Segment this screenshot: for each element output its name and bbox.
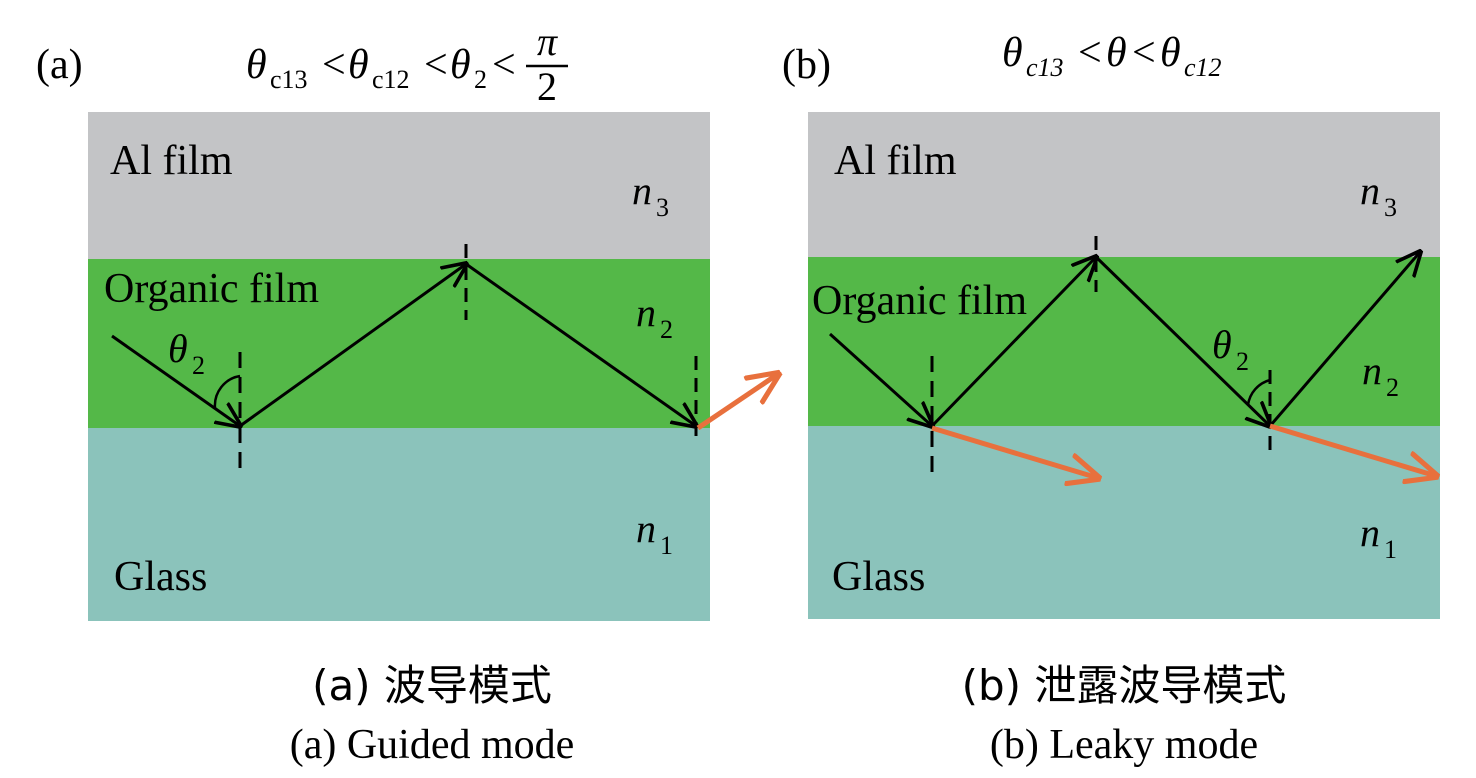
cond-a-lt2: < — [424, 42, 448, 88]
panel-b: (b) θ c13 < θ < θ c12 Al film Organic fi… — [782, 30, 1440, 768]
panel-a-n1: n — [636, 506, 656, 551]
panel-a-n3: n — [632, 168, 652, 213]
panel-b-caption-en: (b) Leaky mode — [990, 722, 1258, 768]
panel-b-ray-down — [1094, 255, 1270, 426]
cond-a-sub3: 2 — [474, 65, 487, 94]
panel-b-condition: θ c13 < θ < θ c12 — [1002, 30, 1222, 82]
panel-a-ray-incident — [111, 334, 240, 426]
cond-b-sub3: c12 — [1184, 53, 1222, 82]
panel-b-leak-arrow-1 — [931, 425, 1098, 478]
panel-a-organic-layer — [88, 259, 710, 428]
cond-b-lt1: < — [1078, 30, 1102, 76]
panel-a-angle-arc — [213, 374, 241, 409]
panel-a-glass-layer — [88, 428, 710, 621]
panel-a-n3-sub: 3 — [656, 193, 669, 222]
panel-a-al-layer — [88, 112, 710, 259]
panel-b-n1: n — [1360, 510, 1380, 555]
panel-b-n1-sub: 1 — [1384, 535, 1397, 564]
panel-a-angle-theta: θ — [168, 326, 188, 371]
panel-b-organic-label: Organic film — [812, 278, 1027, 324]
panel-a-condition: θ c13 < θ c12 < θ 2 < π 2 — [246, 19, 568, 109]
panel-a-leak-arrow — [696, 374, 778, 431]
panel-b-leak-arrow-2 — [1269, 423, 1436, 476]
panel-b-n3: n — [1360, 168, 1380, 213]
panel-b-glass-layer — [808, 426, 1440, 619]
panel-a-organic-label: Organic film — [104, 266, 319, 312]
cond-a-sub2: c12 — [372, 65, 410, 94]
cond-b-theta2: θ — [1106, 30, 1127, 76]
panel-b-n3-sub: 3 — [1384, 193, 1397, 222]
cond-a-lt3: < — [492, 42, 516, 88]
cond-a-frac-num: π — [537, 19, 558, 64]
panel-b-al-layer — [808, 112, 1440, 257]
panel-b-angle-sub: 2 — [1236, 347, 1249, 376]
cond-a-sub1: c13 — [270, 65, 308, 94]
panel-b-ray-up — [930, 257, 1096, 428]
cond-b-theta3: θ — [1160, 30, 1181, 76]
panel-b-glass-label: Glass — [832, 554, 925, 600]
panel-b-n2-sub: 2 — [1386, 373, 1399, 402]
panel-a-n2-sub: 2 — [660, 315, 673, 344]
panel-b-ray-transmitted — [1268, 252, 1420, 427]
panel-a-al-label: Al film — [110, 138, 233, 184]
cond-b-lt2: < — [1132, 30, 1156, 76]
panel-a-angle-sub: 2 — [192, 351, 205, 380]
cond-b-sub1: c13 — [1026, 53, 1064, 82]
cond-a-theta2: θ — [348, 42, 369, 88]
panel-a-n1-sub: 1 — [660, 531, 673, 560]
panel-a-ray-up — [239, 264, 466, 428]
panel-a-caption-en: (a) Guided mode — [290, 722, 575, 768]
panel-a-n2: n — [636, 290, 656, 335]
cond-a-frac-den: 2 — [537, 64, 557, 109]
panel-b-ray-incident — [828, 332, 932, 426]
panel-b-caption-cn: (b) 泄露波导模式 — [962, 661, 1287, 710]
cond-a-theta3: θ — [450, 42, 471, 88]
panel-a-caption-cn: (a) 波导模式 — [312, 661, 552, 710]
panel-a: (a) θ c13 < θ c12 < θ 2 < π 2 Al film Or… — [36, 19, 778, 768]
panel-a-label: (a) — [36, 42, 83, 88]
cond-a-lt1: < — [322, 42, 346, 88]
cond-a-theta1: θ — [246, 42, 267, 88]
cond-b-theta1: θ — [1002, 30, 1023, 76]
panel-b-n2: n — [1362, 348, 1382, 393]
panel-b-al-label: Al film — [834, 138, 957, 184]
panel-a-ray-down — [465, 262, 696, 426]
panel-a-glass-label: Glass — [114, 554, 207, 600]
panel-b-angle-arc — [1246, 378, 1271, 406]
panel-b-label: (b) — [782, 42, 831, 88]
panel-b-angle-theta: θ — [1212, 322, 1232, 367]
